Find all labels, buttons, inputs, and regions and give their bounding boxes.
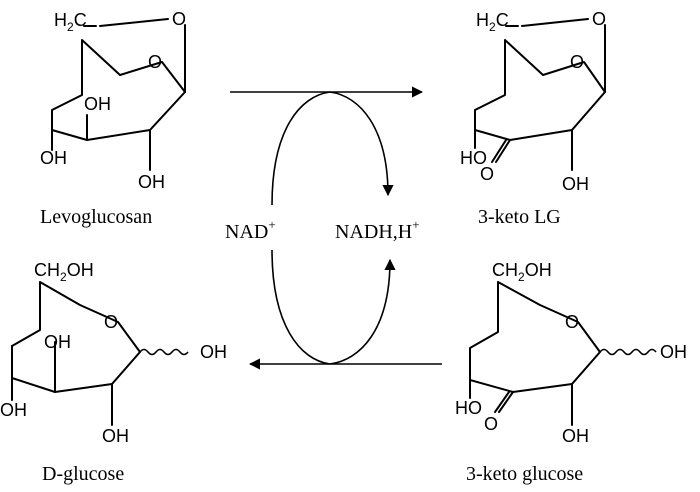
keto-glucose-ch2oh-oh: OH bbox=[525, 260, 552, 280]
keto-glucose-label: 3-keto glucose bbox=[466, 463, 583, 485]
keto-lg-carbonyl-bonds bbox=[491, 139, 511, 163]
d-glucose-oh-c2: OH bbox=[102, 426, 129, 446]
keto-glucose-oh-c2: OH bbox=[562, 426, 589, 446]
keto-glucose-oh-bonds bbox=[469, 379, 573, 426]
d-glucose-structure: CH2OH O OH OH OH OH D-glucose bbox=[0, 260, 227, 485]
levoglucosan-label: Levoglucosan bbox=[40, 206, 152, 228]
keto-glucose-ho-c4: HO bbox=[455, 398, 482, 418]
keto-glucose-anomeric-wavy-bond bbox=[599, 348, 657, 356]
keto-glucose-ch2oh-ch: CH bbox=[492, 260, 518, 280]
levoglucosan-bridge-bonds bbox=[83, 18, 186, 93]
svg-text:NADH,H+: NADH,H+ bbox=[335, 217, 420, 243]
d-glucose-label: D-glucose bbox=[42, 463, 124, 485]
levoglucosan-oh-c4: OH bbox=[84, 94, 111, 114]
svg-text:H2C: H2C bbox=[54, 10, 87, 34]
nadh-charge: + bbox=[412, 217, 419, 232]
keto-glucose-carbonyl-bonds bbox=[494, 391, 514, 413]
svg-text:H2C: H2C bbox=[476, 10, 509, 34]
keto-lg-bridge-oxygen: O bbox=[592, 9, 606, 29]
levoglucosan-oh-c3: OH bbox=[40, 148, 67, 168]
keto-glucose-structure: CH2OH O OH HO O OH 3-keto glucose bbox=[455, 260, 687, 485]
levoglucosan-ch2-h: H bbox=[54, 10, 67, 30]
svg-text:CH2OH: CH2OH bbox=[492, 260, 552, 284]
d-glucose-oh-c4: OH bbox=[44, 332, 71, 352]
keto-lg-oh-c2: OH bbox=[562, 174, 589, 194]
keto-lg-ring-bonds bbox=[474, 39, 606, 141]
levoglucosan-ring-bonds bbox=[51, 39, 186, 141]
levoglucosan-oh-c2: OH bbox=[138, 172, 165, 192]
nad-charge: + bbox=[268, 217, 275, 232]
d-glucose-anomeric-oh: OH bbox=[200, 342, 227, 362]
d-glucose-anomeric-wavy-bond bbox=[139, 348, 189, 356]
levoglucosan-structure: H2C O O OH OH OH Levoglucosan bbox=[40, 9, 186, 228]
d-glucose-ring-oxygen: O bbox=[104, 312, 118, 332]
keto-lg-ch2-h: H bbox=[476, 10, 489, 30]
d-glucose-oh-bonds bbox=[11, 341, 113, 426]
d-glucose-ch2oh-subscript: 2 bbox=[60, 270, 67, 284]
keto-lg-label: 3-keto LG bbox=[478, 206, 561, 228]
cofactor-cycle-left-upper-arc bbox=[271, 91, 331, 206]
keto-glucose-ch2oh-subscript: 2 bbox=[518, 270, 525, 284]
d-glucose-ch2oh-ch: CH bbox=[34, 260, 60, 280]
levoglucosan-ch2-subscript: 2 bbox=[67, 20, 74, 34]
keto-lg-carbonyl-oxygen: O bbox=[480, 164, 494, 184]
d-glucose-ring-bonds bbox=[11, 281, 141, 393]
d-glucose-ch2oh-oh: OH bbox=[67, 260, 94, 280]
keto-glucose-carbonyl-oxygen: O bbox=[484, 414, 498, 434]
keto-lg-ho-c4: HO bbox=[460, 148, 487, 168]
d-glucose-oh-c3: OH bbox=[0, 400, 27, 420]
keto-lg-ch2-subscript: 2 bbox=[489, 20, 496, 34]
svg-text:NAD+: NAD+ bbox=[225, 217, 276, 243]
levoglucosan-ring-oxygen: O bbox=[148, 52, 162, 72]
keto-lg-bridge-bonds bbox=[505, 18, 606, 93]
keto-lg-oh-bonds bbox=[474, 129, 573, 171]
keto-lg-structure: H2C O O HO O OH 3-keto LG bbox=[460, 9, 606, 228]
keto-lg-ring-oxygen: O bbox=[570, 52, 584, 72]
svg-text:CH2OH: CH2OH bbox=[34, 260, 94, 284]
cofactor-cycle-right-lower-arc bbox=[329, 258, 396, 365]
cofactor-cycle-left-lower-arc bbox=[271, 249, 331, 365]
levoglucosan-ch2-c: C bbox=[74, 10, 87, 30]
keto-glucose-anomeric-oh: OH bbox=[660, 342, 687, 362]
keto-glucose-ring-oxygen: O bbox=[565, 312, 579, 332]
levoglucosan-oh-bonds bbox=[51, 114, 151, 171]
levoglucosan-bridge-oxygen: O bbox=[172, 9, 186, 29]
nad-label: NAD bbox=[225, 221, 268, 243]
keto-lg-ch2-c: C bbox=[496, 10, 509, 30]
cofactor-cycle-right-arc bbox=[329, 91, 394, 197]
keto-glucose-ring-bonds bbox=[469, 281, 601, 393]
nadh-label: NADH,H bbox=[335, 221, 412, 243]
